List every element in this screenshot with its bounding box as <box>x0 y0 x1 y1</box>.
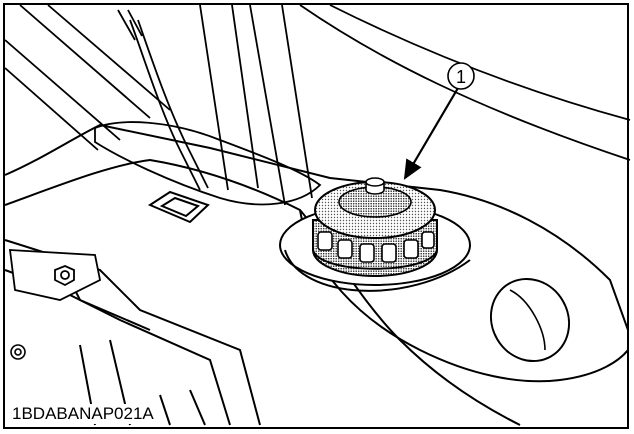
fuel-cap <box>312 177 438 277</box>
figure-border <box>3 3 629 429</box>
callout-circle <box>447 62 475 90</box>
callout-1: 1 <box>403 62 475 180</box>
indicator-switch <box>147 190 210 224</box>
nut <box>10 344 26 360</box>
callout-number: 1 <box>456 67 466 87</box>
background-frame-lines <box>4 4 631 206</box>
bracket <box>8 249 102 301</box>
figure-code: 1BDABANAP021A <box>10 404 156 424</box>
oval-opening <box>489 277 571 363</box>
